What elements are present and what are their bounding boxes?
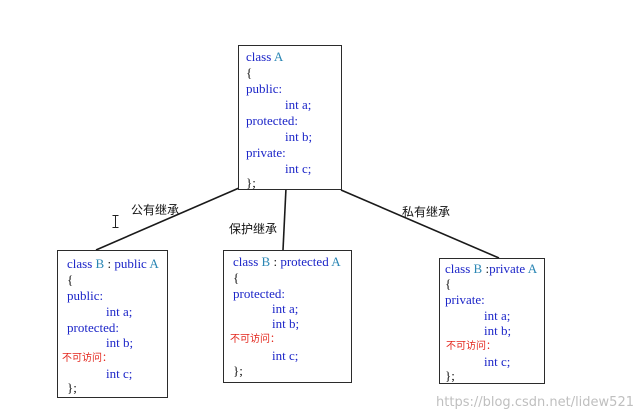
class-a-box: class A { public: int a; protected: int … [238,45,342,190]
class-b-header: class B :private A [445,262,537,276]
public-label: public: [67,288,104,303]
protected-label: protected: [67,320,119,335]
class-b-header: class B : protected A [233,255,341,269]
private-label: private: [246,145,286,160]
separator: : [482,261,490,276]
member-b: int b; [484,323,512,338]
member-a: int a; [106,304,133,319]
class-name: B [473,261,483,276]
member-c: int c; [106,366,133,381]
open-brace: { [445,276,452,291]
member-b: int b; [285,129,313,144]
open-brace: { [233,270,240,285]
open-brace: { [246,65,253,80]
class-b-public-box: class B : public A { public: int a; prot… [57,250,168,398]
base-class-name: A [527,261,538,276]
inheritance-mode: protected [280,254,329,269]
text-cursor-icon [112,215,119,228]
inaccessible-label: 不可访问： [446,341,496,352]
class-b-header: class B : public A [67,257,159,271]
close-brace: }; [246,175,256,190]
class-keyword: class [445,261,471,276]
class-keyword: class [67,256,93,271]
class-name: B [95,256,105,271]
class-name: B [261,254,271,269]
class-name: A [273,49,284,64]
private-label: private: [445,292,485,307]
class-keyword: class [233,254,259,269]
public-label: public: [246,81,283,96]
class-b-protected-box: class B : protected A { protected: int a… [223,250,352,383]
member-c: int c; [272,348,299,363]
member-c: int c; [285,161,312,176]
inheritance-mode: private [489,261,526,276]
inaccessible-label: 不可访问： [230,334,280,345]
edge-private [340,189,500,259]
member-a: int a; [484,308,511,323]
member-b: int b; [272,316,300,331]
member-c: int c; [484,354,511,369]
class-b-private-box: class B :private A { private: int a; int… [439,258,545,384]
edge-public [95,187,240,251]
inaccessible-label: 不可访问： [62,353,112,364]
protected-label: protected: [233,286,285,301]
base-class-name: A [149,256,159,271]
inheritance-mode: public [114,256,147,271]
close-brace: }; [445,368,455,383]
edge-protected [282,187,287,251]
protected-label: protected: [246,113,298,128]
member-b: int b; [106,335,134,350]
protected-inheritance-label: 保护继承 [229,222,278,236]
private-inheritance-label: 私有继承 [402,205,451,219]
member-a: int a; [272,301,299,316]
class-a-header: class A [246,50,283,64]
watermark: https://blog.csdn.net/lidew521 [436,395,634,410]
base-class-name: A [331,254,341,269]
close-brace: }; [67,380,77,395]
close-brace: }; [233,363,243,378]
separator: : [270,254,281,269]
open-brace: { [67,272,74,287]
member-a: int a; [285,97,312,112]
public-inheritance-label: 公有继承 [131,203,180,217]
separator: : [104,256,115,271]
class-keyword: class [246,49,272,64]
